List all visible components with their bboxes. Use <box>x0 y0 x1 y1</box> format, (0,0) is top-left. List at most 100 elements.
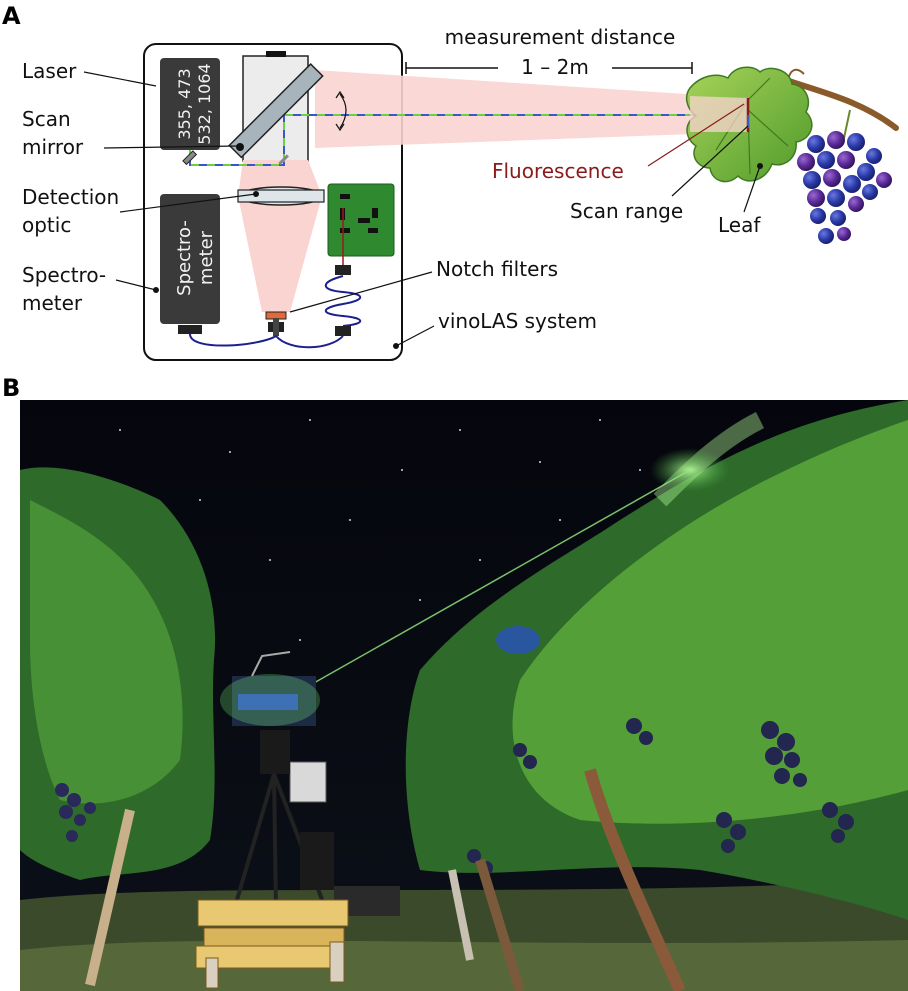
scan-mirror-label-2: mirror <box>22 135 84 159</box>
spectrometer-box-2: meter <box>196 230 217 285</box>
vinolas-device <box>220 651 328 911</box>
grape <box>803 171 821 189</box>
fiber-cable-2 <box>275 335 344 349</box>
right-trunk-2 <box>475 858 525 991</box>
device-panel <box>238 694 298 710</box>
fiber-coil <box>324 275 362 327</box>
scan-arrow-head-bottom <box>335 123 345 132</box>
detection-optic-dot <box>253 191 259 197</box>
wooden-pallet <box>195 899 349 989</box>
system-name-dot <box>393 343 399 349</box>
right-vine-light <box>512 420 908 824</box>
tripod-leg-2 <box>272 773 278 911</box>
grape <box>837 227 851 241</box>
distance-value: 1 – 2m <box>521 55 589 79</box>
right-grapes <box>467 718 854 875</box>
pallet-leg-1 <box>205 957 219 989</box>
pallet-top <box>197 899 349 927</box>
vine-branch <box>777 75 899 131</box>
pcb-chip-5 <box>340 228 350 233</box>
fold-mirror-2 <box>278 154 289 165</box>
fold-mirror-1 <box>182 150 198 166</box>
pcb-chip-4 <box>372 208 378 218</box>
spectrometer-label-1: Spectro- <box>22 263 106 287</box>
panel-a-letter: A <box>2 2 21 30</box>
spectrometer-box-1: Spectro- <box>174 220 195 296</box>
vineyard-photo <box>20 400 908 991</box>
grape <box>810 208 826 224</box>
fiber-connector-1-stem <box>273 318 279 336</box>
grape <box>843 175 861 193</box>
right-trunk <box>584 768 686 991</box>
spectrometer-label-2: meter <box>22 291 83 315</box>
spectrometer-box <box>160 194 220 324</box>
system-name-label: vinoLAS system <box>438 309 597 333</box>
pcb-chip-6 <box>368 228 378 233</box>
tripod-leg-1 <box>232 773 276 911</box>
laser-beam-photo <box>297 469 691 693</box>
grape <box>848 196 864 212</box>
leaf-leader <box>743 165 761 213</box>
grape <box>830 210 846 226</box>
measurement-distance-label: measurement distance <box>445 25 676 49</box>
notch-filters-leader <box>289 271 433 313</box>
grape <box>797 153 815 171</box>
fluorescence-leader <box>647 103 745 167</box>
laser-label: Laser <box>22 59 77 83</box>
grape <box>857 163 875 181</box>
coil-connector-bottom <box>335 326 351 336</box>
lens-mount <box>237 189 325 203</box>
housing-cap <box>266 51 286 57</box>
grape <box>807 189 825 207</box>
grape <box>876 172 892 188</box>
fiber-cable-1 <box>189 333 277 347</box>
pcb-chip-3 <box>358 218 370 223</box>
grape <box>817 151 835 169</box>
device-glow <box>220 674 320 726</box>
leaf-label: Leaf <box>718 213 761 237</box>
grape <box>862 184 878 200</box>
grape <box>827 131 845 149</box>
grape <box>837 151 855 169</box>
left-post <box>85 808 135 987</box>
laser-source-box <box>160 58 220 150</box>
grape <box>866 148 882 164</box>
fluorescence-label: Fluorescence <box>492 159 624 183</box>
laser-wavelengths-2: 532, 1064 <box>195 63 214 144</box>
spectrometer-connector <box>178 325 202 334</box>
equipment-box <box>300 832 334 890</box>
pallet-mid <box>203 927 345 947</box>
grape-stalk <box>843 109 851 139</box>
left-grapes <box>55 783 96 842</box>
scan-arrow-head-top <box>335 90 345 99</box>
panel-b-letter: B <box>2 374 20 402</box>
scan-range-leader <box>671 125 749 197</box>
spectrometer-leader <box>115 279 157 291</box>
scan-mirror-leader <box>103 145 239 149</box>
grape <box>823 169 841 187</box>
system-name-leader <box>395 325 435 347</box>
device-frame <box>251 651 291 677</box>
left-vine-light <box>30 500 183 804</box>
grape <box>827 189 845 207</box>
detection-optic-leader <box>119 193 257 213</box>
beam-on-leaf <box>690 96 748 132</box>
grape <box>807 135 825 153</box>
grape <box>847 133 865 151</box>
notch-filter <box>265 311 287 320</box>
pallet-leg-2 <box>329 941 345 983</box>
scan-mirror-pivot <box>236 143 244 151</box>
blue-illumination <box>496 626 540 654</box>
notch-filters-label: Notch filters <box>436 257 558 281</box>
detection-optic-label-2: optic <box>22 213 71 237</box>
stars <box>119 419 641 641</box>
detection-optic-label-1: Detection <box>22 185 119 209</box>
device-battery <box>289 761 327 803</box>
grape <box>818 228 834 244</box>
grape-cluster <box>797 131 892 244</box>
spectrometer-dot <box>153 287 159 293</box>
tripod-head <box>260 730 290 774</box>
leaf-dot <box>757 163 763 169</box>
scan-mirror <box>228 62 324 159</box>
